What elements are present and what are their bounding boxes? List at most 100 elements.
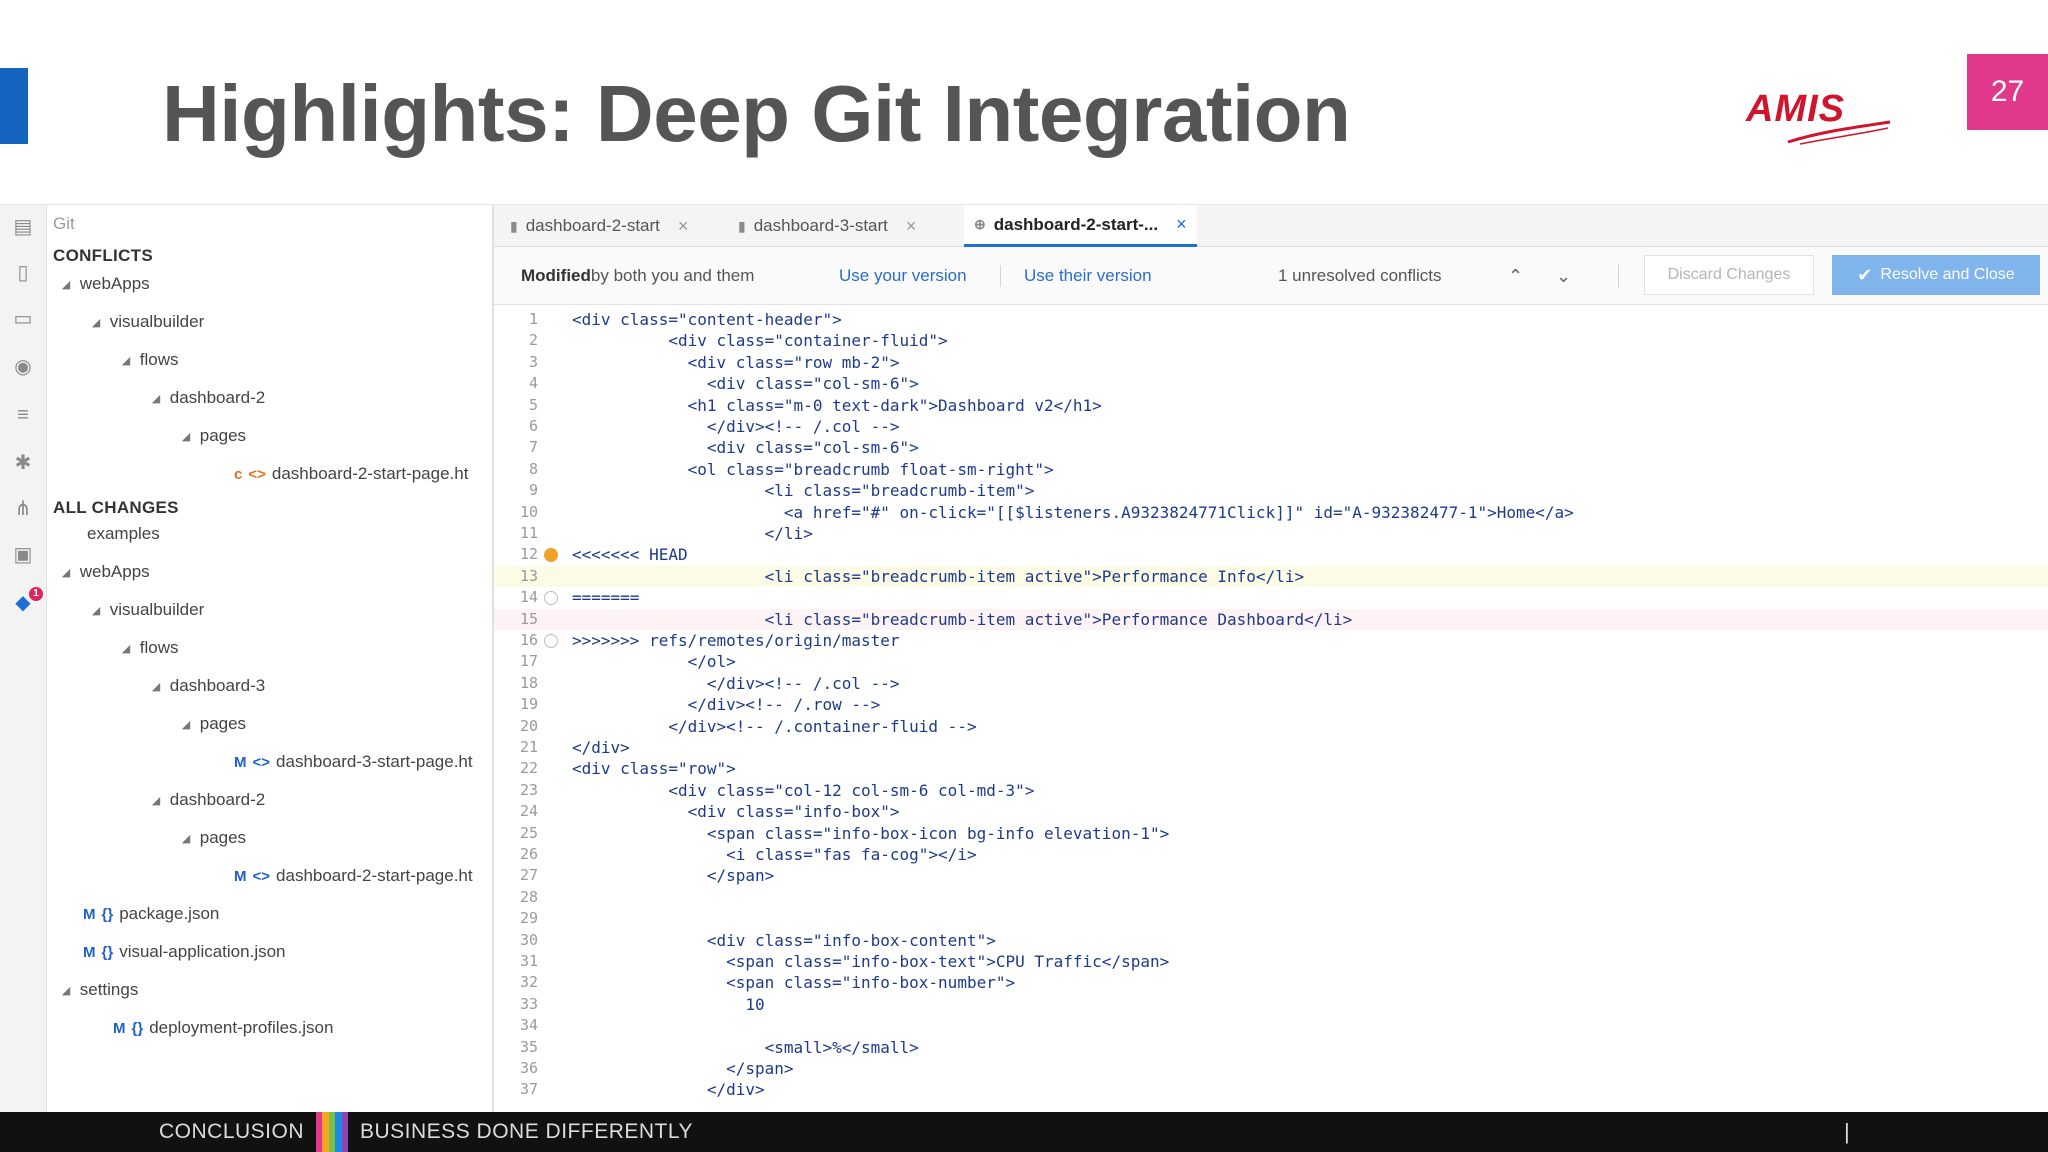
code-line[interactable]: 34 xyxy=(494,1015,2048,1036)
code-line[interactable]: 28 xyxy=(494,887,2048,908)
asterisk-icon[interactable]: ✱ xyxy=(14,452,32,474)
eye-icon[interactable]: ◉ xyxy=(14,356,32,378)
tree-item-pages[interactable]: ◢ pages xyxy=(177,823,492,853)
code-line[interactable]: 25 <span class="info-box-icon bg-info el… xyxy=(494,823,2048,844)
code-line[interactable]: 13 <li class="breadcrumb-item active">Pe… xyxy=(494,565,2048,588)
expanded-twisty-icon: ◢ xyxy=(151,680,161,693)
code-editor[interactable]: 1<div class="content-header">2 <div clas… xyxy=(494,305,2048,1113)
code-text: <span class="info-box-number"> xyxy=(572,973,1016,993)
database-icon[interactable]: ≡ xyxy=(17,404,29,426)
code-line[interactable]: 22<div class="row"> xyxy=(494,758,2048,779)
code-text: <i class="fas fa-cog"></i> xyxy=(572,845,977,864)
tree-item-modified-file[interactable]: M<>dashboard-2-start-page.ht xyxy=(234,866,473,885)
discard-changes-button[interactable]: Discard Changes xyxy=(1644,255,1814,295)
monitor-icon[interactable]: ▭ xyxy=(13,308,33,330)
code-line[interactable]: 11 </li> xyxy=(494,523,2048,544)
close-icon[interactable]: × xyxy=(1176,214,1187,234)
code-line[interactable]: 4 <div class="col-sm-6"> xyxy=(494,373,2048,394)
code-line[interactable]: 6 </div><!-- /.col --> xyxy=(494,416,2048,437)
code-line[interactable]: 27 </span> xyxy=(494,865,2048,886)
tab-dashboard-2-start[interactable]: ▮dashboard-2-start× xyxy=(510,215,689,236)
code-line[interactable]: 31 <span class="info-box-text">CPU Traff… xyxy=(494,951,2048,972)
code-line[interactable]: 32 <span class="info-box-number"> xyxy=(494,972,2048,993)
tree-item-visualbuilder[interactable]: ◢ visualbuilder xyxy=(87,307,492,337)
tree-item-webapps[interactable]: ◢ webApps xyxy=(57,269,492,299)
code-line[interactable]: 18 </div><!-- /.col --> xyxy=(494,673,2048,694)
page-icon[interactable]: ▯ xyxy=(17,262,29,284)
code-text: <li class="breadcrumb-item"> xyxy=(572,481,1035,501)
code-line[interactable]: 19 </div><!-- /.row --> xyxy=(494,694,2048,715)
code-line[interactable]: 7 <div class="col-sm-6"> xyxy=(494,437,2048,458)
tree-item-flows[interactable]: ◢ flows xyxy=(117,633,492,663)
code-line[interactable]: 3 <div class="row mb-2"> xyxy=(494,352,2048,373)
close-icon[interactable]: × xyxy=(905,215,917,236)
line-number: 22 xyxy=(519,759,538,778)
modified-status-icon: M xyxy=(83,943,96,961)
component-icon[interactable]: ▣ xyxy=(13,544,33,566)
line-number: 3 xyxy=(528,352,538,371)
line-number: 21 xyxy=(519,738,538,756)
code-line[interactable]: 16>>>>>>> refs/remotes/origin/master xyxy=(494,630,2048,651)
code-line[interactable]: 29 xyxy=(494,908,2048,929)
tree-item-dashboard-2[interactable]: ◢ dashboard-2 xyxy=(147,383,492,413)
tree-item-flows[interactable]: ◢ flows xyxy=(117,345,492,375)
chevron-down-icon[interactable]: ⌄ xyxy=(1556,265,1572,286)
tree-item-package-json[interactable]: M{}package.json xyxy=(83,904,220,923)
code-line[interactable]: 23 <div class="col-12 col-sm-6 col-md-3"… xyxy=(494,780,2048,801)
tree-item-conflict-file[interactable]: c<>dashboard-2-start-page.ht xyxy=(234,464,469,483)
code-line[interactable]: 8 <ol class="breadcrumb float-sm-right"> xyxy=(494,459,2048,480)
code-line[interactable]: 33 10 xyxy=(494,994,2048,1015)
resolve-and-close-button[interactable]: ✔Resolve and Close xyxy=(1832,255,2040,295)
code-line[interactable]: 15 <li class="breadcrumb-item active">Pe… xyxy=(494,608,2048,630)
tab-dashboard-3-start[interactable]: ▮dashboard-3-start× xyxy=(738,215,917,236)
code-line[interactable]: 36 </span> xyxy=(494,1058,2048,1079)
tree-item-webapps[interactable]: ◢ webApps xyxy=(57,557,492,587)
code-line[interactable]: 21</div> xyxy=(494,737,2048,758)
code-line[interactable]: 10 <a href="#" on-click="[[$listeners.A9… xyxy=(494,502,2048,523)
graph-icon[interactable]: ⋔ xyxy=(14,498,32,520)
line-number: 20 xyxy=(519,716,538,735)
tree-item-deployment-profiles-json[interactable]: M{}deployment-profiles.json xyxy=(113,1018,334,1037)
code-line[interactable]: 5 <h1 class="m-0 text-dark">Dashboard v2… xyxy=(494,395,2048,416)
code-line[interactable]: 2 <div class="container-fluid"> xyxy=(494,330,2048,351)
conflict-marker-icon[interactable] xyxy=(544,548,558,563)
tree-item-pages[interactable]: ◢ pages xyxy=(177,709,492,739)
html-file-icon: <> xyxy=(248,465,266,483)
code-line[interactable]: 12<<<<<<< HEAD xyxy=(494,544,2048,565)
tab-dashboard-2-start-merge[interactable]: ⊕dashboard-2-start-...× xyxy=(964,205,1197,247)
code-line[interactable]: 14======= xyxy=(494,587,2048,608)
tree-item-pages[interactable]: ◢ pages xyxy=(177,421,492,451)
code-text: <a href="#" on-click="[[$listeners.A9323… xyxy=(572,502,1574,522)
layout-icon[interactable]: ▤ xyxy=(13,216,33,238)
code-line[interactable]: 1<div class="content-header"> xyxy=(494,309,2048,330)
git-icon[interactable]: ◆ xyxy=(15,592,31,614)
tree-item-dashboard-3[interactable]: ◢ dashboard-3 xyxy=(147,671,492,701)
code-line[interactable]: 26 <i class="fas fa-cog"></i> xyxy=(494,844,2048,865)
use-your-version-link[interactable]: Use your version xyxy=(839,266,967,285)
close-icon[interactable]: × xyxy=(677,215,689,236)
code-line[interactable]: 20 </div><!-- /.container-fluid --> xyxy=(494,716,2048,737)
code-line[interactable]: 35 <small>%</small> xyxy=(494,1037,2048,1058)
tree-item-dashboard-2[interactable]: ◢ dashboard-2 xyxy=(147,785,492,815)
tree-item-examples[interactable]: examples xyxy=(87,524,160,543)
tree-item-visual-application-json[interactable]: M{}visual-application.json xyxy=(83,942,286,961)
code-line[interactable]: 17 </ol> xyxy=(494,651,2048,672)
tree-item-settings[interactable]: ◢ settings xyxy=(57,975,492,1005)
tree-item-visualbuilder[interactable]: ◢ visualbuilder xyxy=(87,595,492,625)
conflict-radio-icon[interactable] xyxy=(544,634,558,648)
code-text: <div class="col-12 col-sm-6 col-md-3"> xyxy=(572,780,1035,800)
code-line[interactable]: 30 <div class="info-box-content"> xyxy=(494,930,2048,951)
code-line[interactable]: 37 </div> xyxy=(494,1079,2048,1100)
chevron-up-icon[interactable]: ⌃ xyxy=(1508,265,1524,286)
modified-status-icon: M xyxy=(234,867,247,885)
use-their-version-link[interactable]: Use their version xyxy=(1024,266,1152,285)
expanded-twisty-icon: ◢ xyxy=(61,984,71,997)
line-number: 8 xyxy=(528,459,538,478)
code-line[interactable]: 9 <li class="breadcrumb-item"> xyxy=(494,480,2048,501)
code-text: </div><!-- /.row --> xyxy=(572,695,881,715)
conflict-radio-icon[interactable] xyxy=(544,591,558,606)
line-number: 26 xyxy=(519,845,538,863)
code-text: </div><!-- /.col --> xyxy=(572,673,900,693)
code-line[interactable]: 24 <div class="info-box"> xyxy=(494,801,2048,822)
tree-item-modified-file[interactable]: M<>dashboard-3-start-page.ht xyxy=(234,752,473,771)
